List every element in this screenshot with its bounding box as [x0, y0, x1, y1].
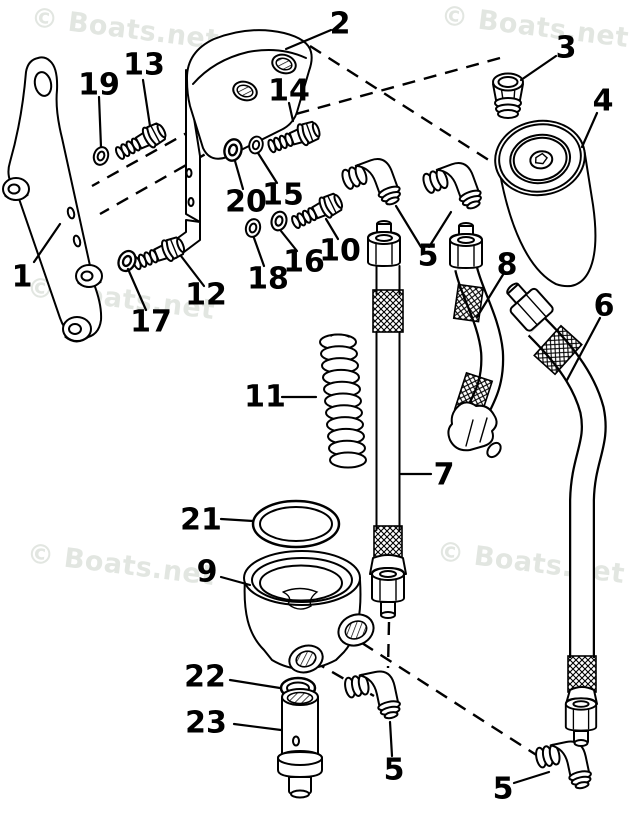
callout-12[interactable]: 12 — [185, 278, 227, 313]
callout-2[interactable]: 2 — [330, 7, 351, 42]
o-ring-21-drawing — [251, 499, 341, 549]
cover-threaded-hole — [271, 53, 297, 75]
callout-14[interactable]: 14 — [268, 74, 310, 109]
callout-5[interactable]: 5 — [493, 772, 514, 807]
watermark-text: © Boats.net — [25, 538, 216, 592]
elbow-fitting-5 — [533, 737, 595, 797]
callout-20[interactable]: 20 — [225, 185, 267, 220]
hose-6-drawing — [506, 282, 607, 747]
bracket-grommet — [75, 264, 103, 288]
watermark-text: © Boats.net — [439, 0, 630, 54]
callout-19[interactable]: 19 — [78, 68, 120, 103]
spring-drawing — [319, 333, 367, 469]
callout-23[interactable]: 23 — [185, 706, 227, 741]
callout-15[interactable]: 15 — [262, 178, 304, 213]
hose-8-drawing — [447, 222, 505, 459]
bracket-grommet — [62, 316, 92, 343]
callout-18[interactable]: 18 — [247, 262, 289, 297]
callout-5[interactable]: 5 — [384, 753, 405, 788]
bolt-12 — [129, 233, 189, 276]
callout-11[interactable]: 11 — [244, 380, 286, 415]
adapter-9-drawing — [243, 550, 375, 674]
washer-18 — [242, 216, 264, 240]
mounting-bracket-drawing — [2, 56, 103, 343]
watermark-text: © Boats.net — [435, 536, 626, 590]
callout-13[interactable]: 13 — [123, 48, 165, 83]
callout-8[interactable]: 8 — [497, 248, 518, 283]
elbow-fitting-5 — [339, 153, 405, 218]
elbow-fitting-5 — [342, 667, 404, 727]
leader-lines — [32, 28, 602, 785]
callout-1[interactable]: 1 — [12, 260, 33, 295]
callout-16[interactable]: 16 — [283, 245, 325, 280]
callout-17[interactable]: 17 — [130, 305, 172, 340]
fitting-23-drawing — [277, 688, 323, 799]
elbow-fitting-5 — [420, 157, 486, 222]
bracket-grommet — [2, 177, 30, 201]
callout-21[interactable]: 21 — [180, 503, 222, 538]
hose-7-drawing — [367, 220, 407, 619]
washer-17 — [114, 247, 140, 275]
callout-6[interactable]: 6 — [594, 289, 615, 324]
callout-22[interactable]: 22 — [184, 660, 226, 695]
washer-16 — [268, 208, 290, 234]
plug-drawing — [492, 72, 524, 119]
oil-filter-drawing — [494, 119, 597, 288]
bolt-13 — [111, 119, 170, 166]
washer-19 — [90, 144, 112, 168]
cover-threaded-hole — [232, 80, 258, 102]
callout-9[interactable]: 9 — [197, 555, 218, 590]
callout-5[interactable]: 5 — [418, 239, 439, 274]
callout-4[interactable]: 4 — [593, 84, 614, 119]
callout-10[interactable]: 10 — [319, 234, 361, 269]
callout-3[interactable]: 3 — [556, 31, 577, 66]
callout-7[interactable]: 7 — [434, 458, 455, 493]
